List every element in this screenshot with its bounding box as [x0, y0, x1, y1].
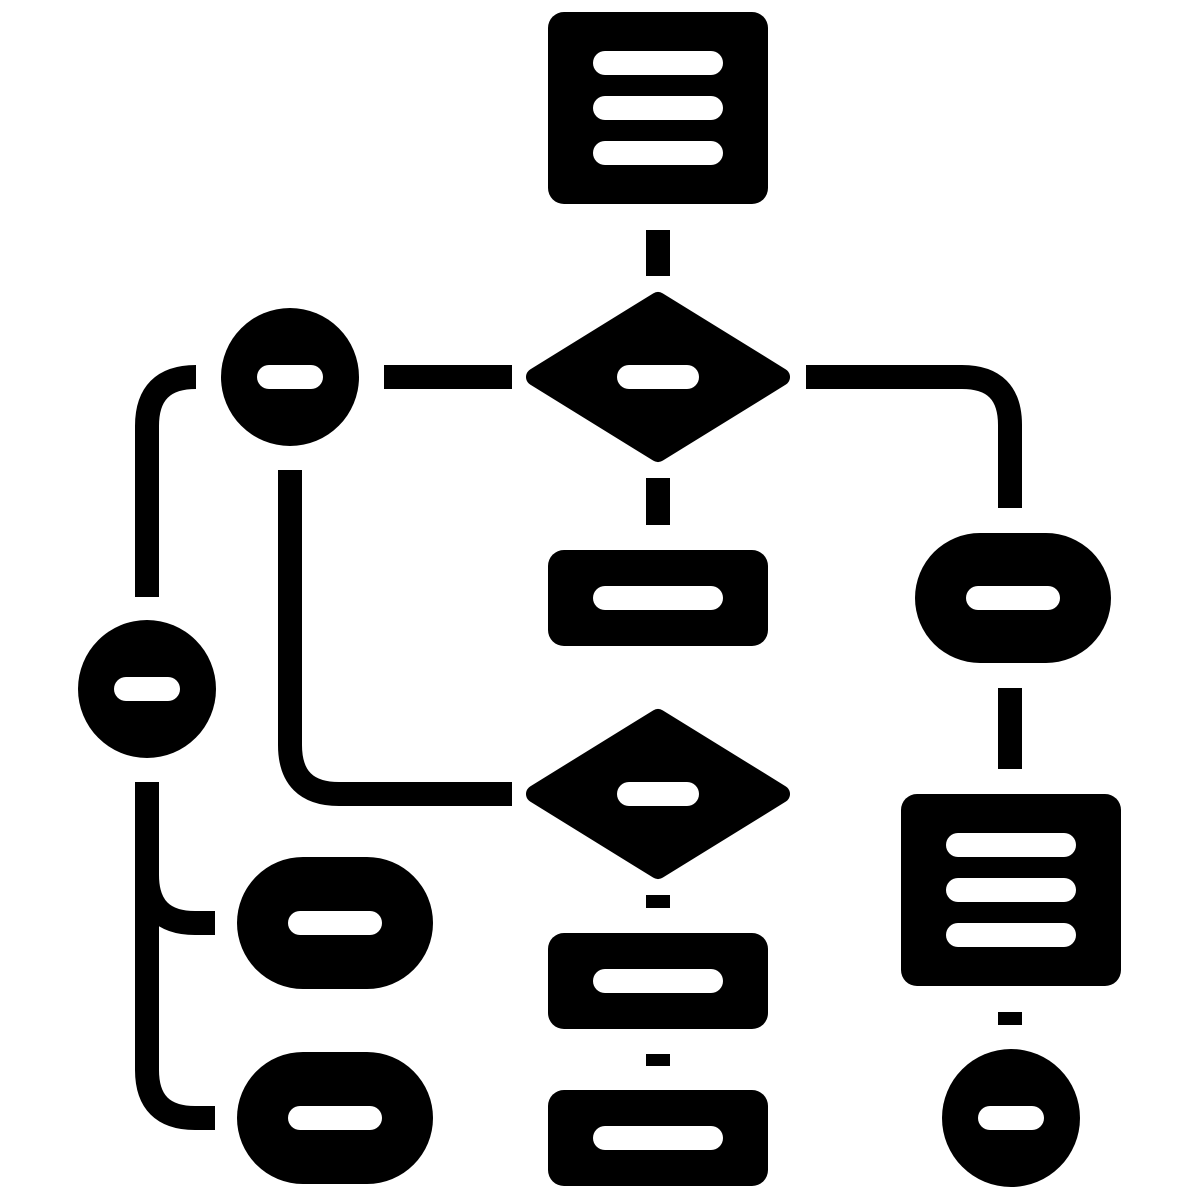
text-line	[617, 782, 699, 806]
connector-decision-top-to-terminator-right	[806, 365, 1022, 508]
text-line	[946, 878, 1076, 902]
nodes	[78, 12, 1121, 1187]
decision-middle	[526, 709, 790, 879]
process-middle	[548, 550, 768, 646]
text-line	[593, 586, 723, 610]
text-line	[593, 969, 723, 993]
terminator-left-2	[237, 1052, 433, 1184]
text-line	[593, 51, 723, 75]
text-line	[257, 365, 323, 389]
text-line	[593, 1126, 723, 1150]
process-lower-1	[548, 933, 768, 1029]
connector-circle-left-top-to-circle-left	[135, 365, 197, 597]
text-line	[114, 677, 180, 701]
circle-left-top	[221, 308, 359, 446]
text-line	[288, 911, 382, 935]
process-lower-2	[548, 1090, 768, 1186]
connector-circle-left-top-to-decision-middle	[278, 470, 512, 806]
text-line	[593, 141, 723, 165]
connector-circle-left-to-terminator-left-2	[135, 875, 215, 1130]
connectors	[135, 230, 1022, 1130]
text-line	[593, 96, 723, 120]
circle-bottom-right	[942, 1049, 1080, 1187]
text-line	[966, 586, 1060, 610]
text-line	[946, 923, 1076, 947]
text-line	[288, 1106, 382, 1130]
terminator-left-1	[237, 857, 433, 989]
circle-left	[78, 620, 216, 758]
document-right	[901, 794, 1121, 986]
text-line	[617, 365, 699, 389]
text-line	[946, 833, 1076, 857]
decision-top	[526, 292, 790, 462]
terminator-right	[915, 533, 1111, 663]
start-document	[548, 12, 768, 204]
text-line	[978, 1106, 1044, 1130]
